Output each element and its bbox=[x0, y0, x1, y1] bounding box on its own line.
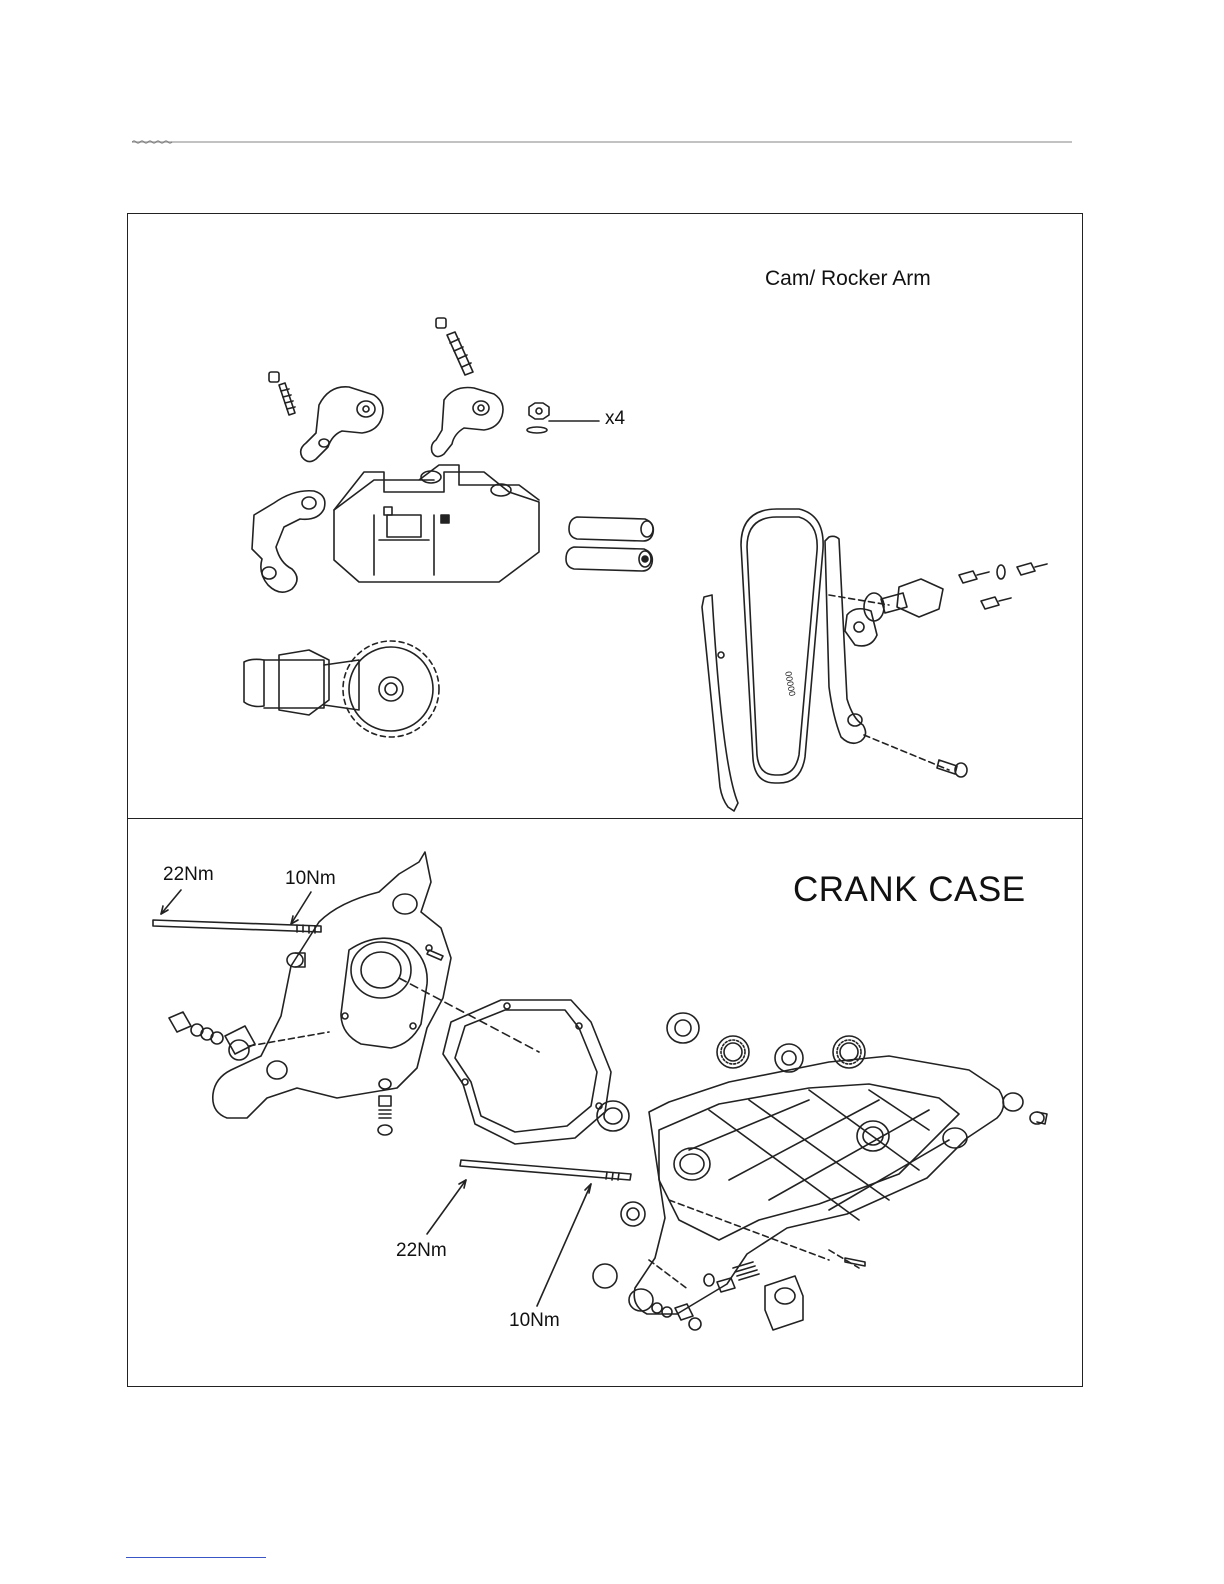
decompressor-plate bbox=[252, 491, 325, 592]
callout-arrow-3 bbox=[427, 1180, 466, 1234]
adjuster-nut-right bbox=[436, 318, 446, 328]
lower-axis-2 bbox=[829, 1250, 859, 1268]
adjuster-nut-left bbox=[269, 372, 279, 382]
chain-tensioner bbox=[864, 579, 943, 621]
adjuster-screw-left bbox=[279, 383, 295, 415]
svg-text:00000: 00000 bbox=[783, 671, 797, 697]
bearing-4 bbox=[833, 1036, 865, 1068]
header-rule bbox=[132, 140, 1072, 144]
filter-screen-cap bbox=[765, 1276, 803, 1330]
footer-link-rule bbox=[126, 1557, 266, 1558]
camshaft-sprocket bbox=[244, 641, 439, 737]
drain-washer bbox=[704, 1274, 714, 1286]
pivot-bolt-axis bbox=[864, 735, 949, 770]
rocker-shaft-upper bbox=[569, 517, 653, 541]
flange-nut bbox=[527, 403, 549, 433]
drain-plug-stack bbox=[169, 1012, 255, 1060]
crankcase-stud-lower bbox=[460, 1160, 631, 1180]
callout-arrow-1 bbox=[161, 890, 181, 914]
left-crankcase-half bbox=[213, 852, 451, 1118]
oil-strainer-stack bbox=[378, 1079, 392, 1135]
dowel-pin-right bbox=[1030, 1112, 1047, 1124]
tensioner-gasket bbox=[845, 609, 877, 646]
camshaft-holder bbox=[334, 465, 539, 582]
bearing-1 bbox=[667, 1013, 699, 1043]
crank-case-drawing bbox=[129, 820, 1082, 1386]
lower-axis-1 bbox=[669, 1200, 829, 1260]
pivot-bolt bbox=[937, 760, 967, 777]
oil-seal-left bbox=[597, 1101, 629, 1131]
cam-chain: 00000 bbox=[741, 509, 823, 783]
drain-plug-axis bbox=[249, 1032, 329, 1046]
callout-arrow-4 bbox=[537, 1184, 591, 1306]
tensioner-blade bbox=[825, 536, 866, 743]
rocker-arm-right bbox=[432, 388, 504, 457]
tensioner-bolt-3 bbox=[981, 597, 1011, 609]
chain-guide bbox=[702, 595, 738, 811]
bearing-2 bbox=[717, 1036, 749, 1068]
adjuster-screw-right bbox=[447, 332, 473, 375]
tensioner-bolt-1 bbox=[959, 571, 989, 583]
crank-axis-left bbox=[399, 978, 539, 1052]
rocker-arm-left bbox=[301, 387, 383, 462]
cam-rocker-arm-drawing: 00000 bbox=[129, 215, 1082, 817]
crank-case-panel: CRANK CASE 22Nm 10Nm 22Nm 10Nm bbox=[129, 820, 1082, 1386]
lower-axis-3 bbox=[649, 1260, 689, 1290]
dowel-pin-lower bbox=[845, 1258, 865, 1266]
cam-rocker-arm-panel: Cam/ Rocker Arm x4 bbox=[129, 215, 1082, 817]
dowel-pin-left bbox=[287, 953, 305, 967]
callout-arrow-2 bbox=[291, 892, 311, 924]
panel-divider bbox=[127, 818, 1083, 819]
rocker-shaft-lower bbox=[566, 547, 652, 571]
right-crankcase-half bbox=[593, 1056, 1023, 1314]
filter-spring bbox=[733, 1262, 759, 1280]
crankcase-gasket bbox=[443, 1000, 611, 1144]
sealing-washer bbox=[997, 565, 1005, 579]
tensioner-bolt-2 bbox=[1017, 563, 1047, 575]
